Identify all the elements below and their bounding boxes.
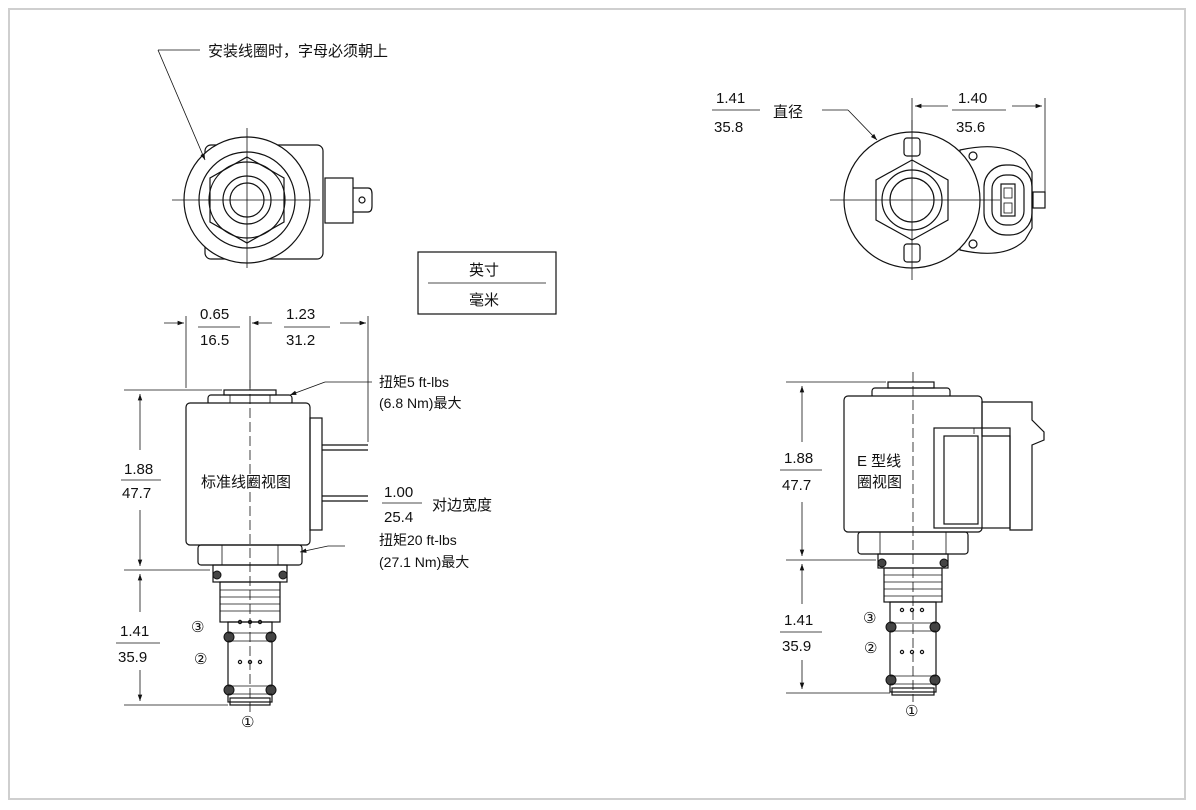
standard-coil-top-view (172, 128, 373, 268)
torque-bottom-line2: (27.1 Nm)最大 (379, 554, 469, 570)
std-port-3: ③ (191, 619, 204, 636)
cartridge-std-mm: 35.9 (118, 649, 147, 666)
terminal-length-inch: 1.23 (286, 306, 315, 323)
standard-coil-label: 标准线圈视图 (201, 474, 291, 491)
e-port-3: ③ (863, 610, 876, 627)
diameter-mm: 35.8 (714, 119, 743, 136)
legend-inch: 英寸 (469, 261, 499, 279)
connector-width-inch: 1.40 (958, 90, 987, 107)
coil-height-e-mm: 47.7 (782, 477, 811, 494)
connector-width-dim (911, 98, 1046, 192)
cartridge-e-mm: 35.9 (782, 638, 811, 655)
cartridge-e-inch: 1.41 (784, 612, 813, 629)
std-port-2: ② (194, 651, 207, 668)
e-port-1: ① (905, 703, 918, 720)
coil-height-std-inch: 1.88 (124, 461, 153, 478)
e-vertical-dims (780, 381, 890, 694)
nut-offset-mm: 16.5 (200, 332, 229, 349)
e-coil-side-view (843, 372, 1045, 702)
flats-mm: 25.4 (384, 509, 413, 526)
drawing-frame (8, 8, 1186, 800)
e-coil-label-line1: E 型线 (857, 453, 901, 470)
coil-height-std-mm: 47.7 (122, 485, 151, 502)
mount-note: 安装线圈时，字母必须朝上 (208, 43, 388, 60)
terminal-length-mm: 31.2 (286, 332, 315, 349)
connector-width-mm: 35.6 (956, 119, 985, 136)
torque-top-leader (289, 381, 372, 396)
standard-coil-side-view (185, 380, 368, 712)
torque-bottom-line1: 扭矩20 ft-lbs (379, 532, 457, 548)
std-port-1: ① (241, 714, 254, 731)
unit-legend (417, 251, 557, 315)
coil-height-e-inch: 1.88 (784, 450, 813, 467)
cartridge-std-inch: 1.41 (120, 623, 149, 640)
torque-bottom-leader (299, 545, 345, 553)
flats-inch: 1.00 (384, 484, 413, 501)
e-coil-label-line2: 圈视图 (857, 474, 902, 491)
std-top-dims (164, 316, 369, 442)
torque-top-line2: (6.8 Nm)最大 (379, 395, 461, 411)
std-vertical-dims (116, 389, 228, 706)
mount-note-leader (157, 49, 206, 161)
e-coil-top-view (830, 120, 1046, 280)
legend-mm: 毫米 (469, 291, 499, 309)
nut-offset-inch: 0.65 (200, 306, 229, 323)
diameter-label: 直径 (773, 104, 803, 121)
diameter-inch: 1.41 (716, 90, 745, 107)
torque-top-line1: 扭矩5 ft-lbs (379, 374, 449, 390)
across-flats-label: 对边宽度 (432, 497, 492, 514)
e-port-2: ② (864, 640, 877, 657)
diameter-leader (712, 109, 878, 141)
